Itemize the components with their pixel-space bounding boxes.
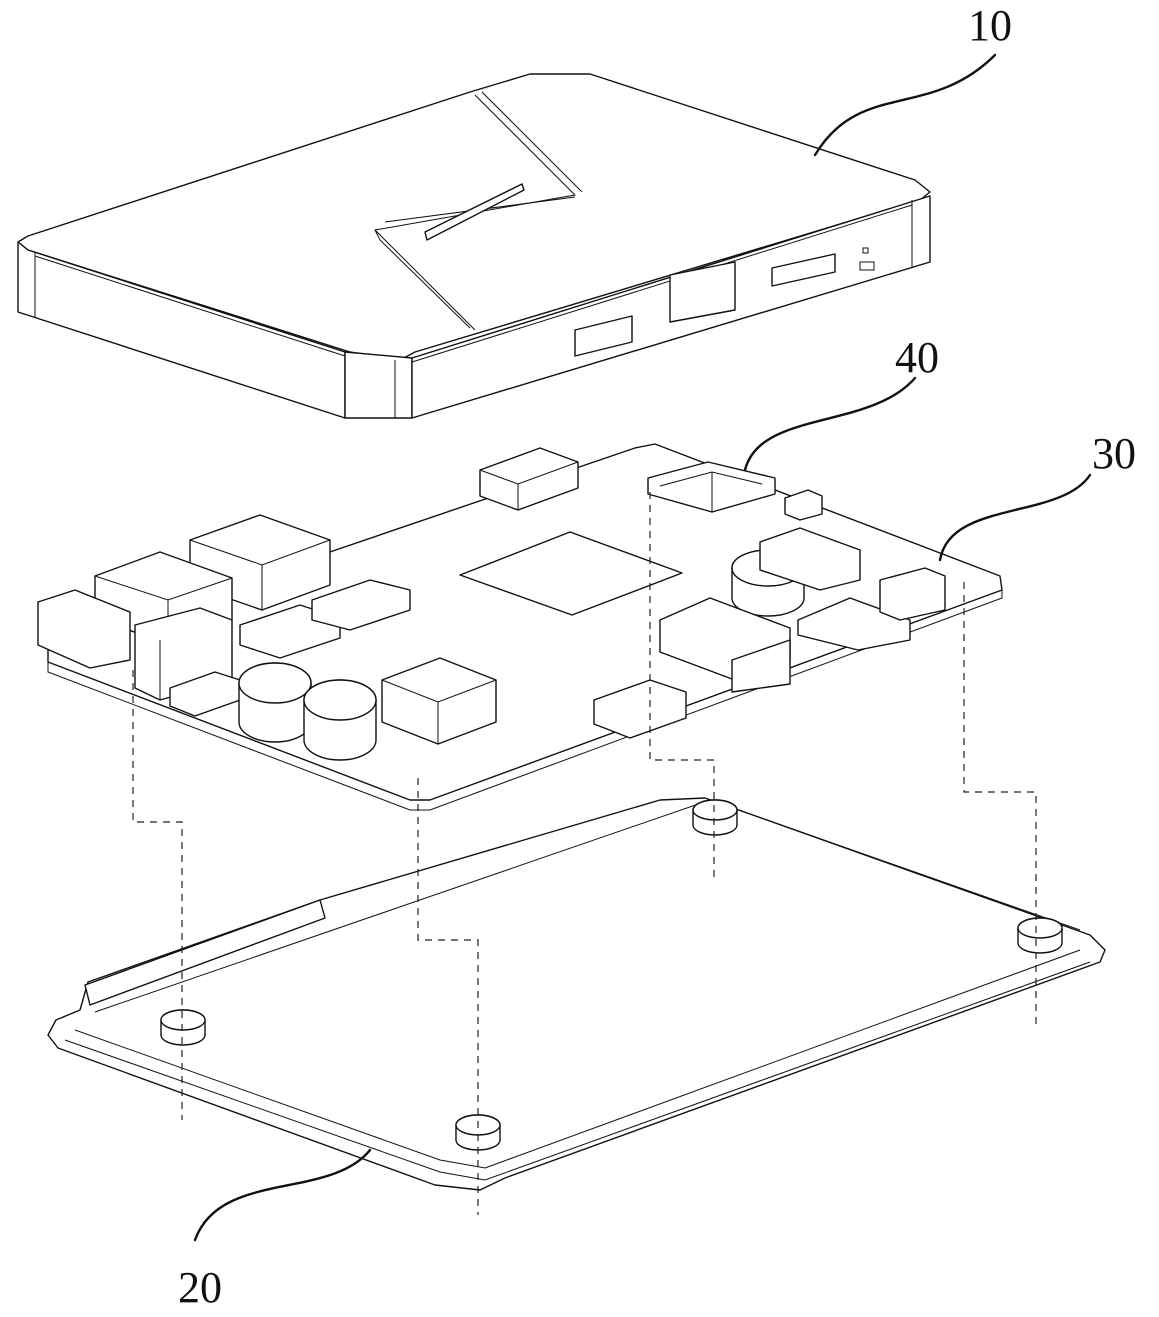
standoffs xyxy=(160,799,1063,1151)
circuit-board xyxy=(37,443,1003,811)
label-30: 30 xyxy=(1092,429,1136,478)
label-20: 20 xyxy=(178,1263,222,1312)
leader-20 xyxy=(193,1148,372,1242)
leader-30 xyxy=(938,473,1092,562)
leader-10 xyxy=(813,53,997,157)
base-plate xyxy=(47,797,1106,1191)
top-cover xyxy=(17,73,931,419)
label-10: 10 xyxy=(968,1,1012,50)
alignment-lines xyxy=(132,492,1037,1215)
leader-40 xyxy=(743,376,917,472)
left-components xyxy=(37,447,579,717)
label-40: 40 xyxy=(895,333,939,382)
processor-chip xyxy=(459,531,683,616)
